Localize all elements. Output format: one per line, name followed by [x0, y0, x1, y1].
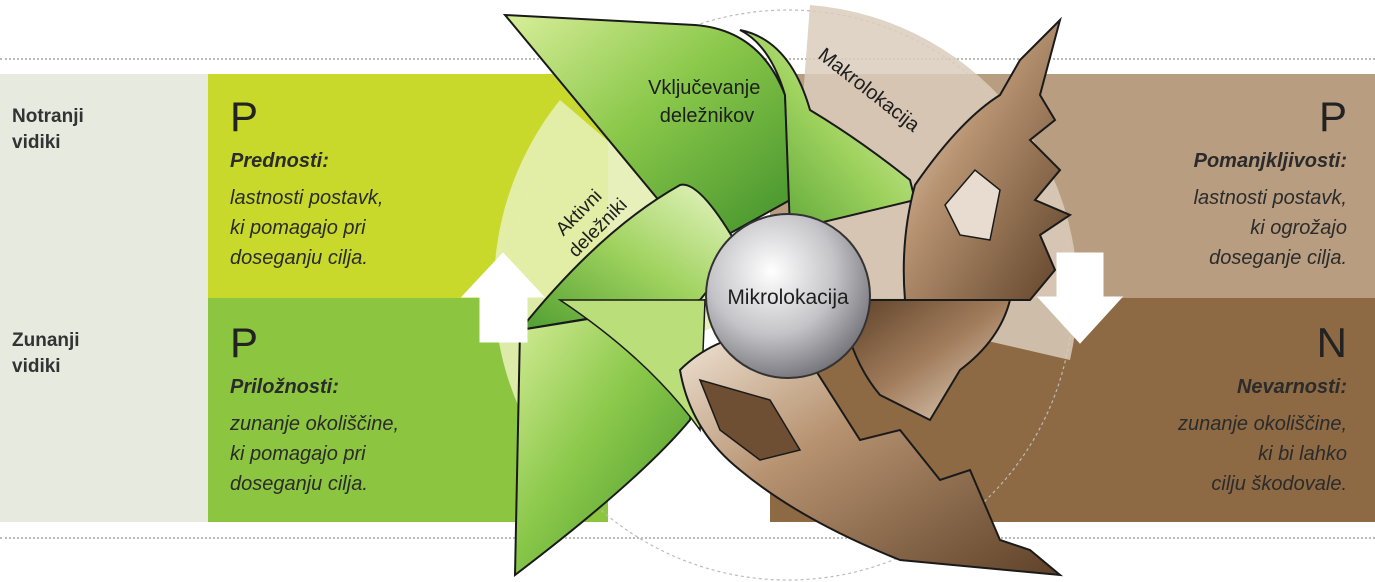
row-label-panel — [0, 74, 208, 522]
green-blade-lower-fold — [557, 299, 706, 433]
threats-letter: N — [1316, 319, 1347, 366]
row-label-external: Zunanji vidiki — [12, 330, 80, 377]
weaknesses-title: Pomanjkljivosti: — [1193, 150, 1347, 172]
threats-text: zunanje okoliščine, ki bi lahko cilju šk… — [1178, 413, 1347, 495]
brown-blade-upper — [902, 16, 1073, 301]
bottom-separator — [0, 537, 1375, 539]
row-label-internal: Notranji vidiki — [12, 106, 84, 153]
hub-label: Mikrolokacija — [727, 286, 849, 309]
threats-title: Nevarnosti: — [1236, 376, 1347, 398]
hub-circle — [705, 213, 871, 379]
strengths-text: lastnosti postavk, ki pomagajo pri doseg… — [230, 187, 384, 269]
brown-blade-upper-hole — [944, 168, 1001, 241]
brown-blade-bottom-fold — [698, 378, 802, 461]
weaknesses-text: lastnosti postavk, ki ogrožajo doseganje… — [1193, 187, 1347, 269]
arrow-down-icon — [1036, 252, 1124, 344]
blade-top-label: Vključevanje deležnikov — [648, 77, 766, 127]
opportunities-text: zunanje okoliščine, ki pomagajo pri dose… — [230, 413, 399, 495]
opportunities-letter: P — [230, 319, 259, 366]
strengths-title: Prednosti: — [230, 150, 329, 172]
green-blade-left — [517, 183, 742, 332]
green-blade-top-fold — [739, 29, 917, 232]
arrow-up-icon — [460, 252, 546, 343]
weaknesses-letter: P — [1318, 93, 1347, 140]
strengths-letter: P — [230, 93, 259, 140]
opportunities-title: Priložnosti: — [230, 376, 339, 398]
